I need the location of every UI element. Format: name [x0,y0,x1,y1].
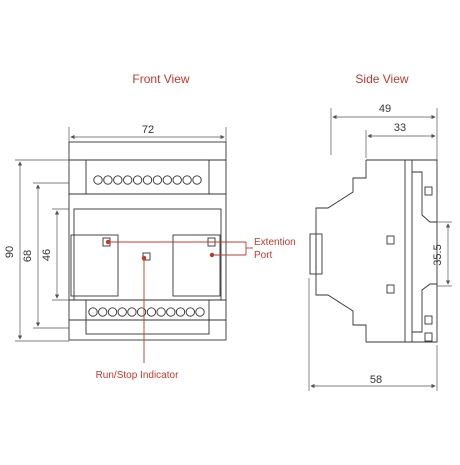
terminal-screw [146,307,157,317]
terminal-screw [152,175,163,185]
terminal-screw [182,175,192,185]
front-module-body [68,141,227,341]
side-rail-dimension [437,221,452,287]
indicator-callout-dot [141,255,147,261]
terminal-screw [175,307,186,317]
terminal-screw [123,175,133,185]
terminal-screw [103,175,113,185]
front-height-outer-label: 90 [4,246,16,258]
terminal-screw [185,307,195,317]
terminal-screw [88,307,98,317]
left-port-window [70,234,119,297]
side-depth-dimension [308,278,438,391]
front-height-mid-label: 68 [22,250,34,262]
terminal-screw [142,175,153,185]
front-width-label: 72 [142,124,154,136]
port-callout-leader [108,241,253,256]
side-total-width-label: 49 [379,103,391,115]
front-height-inner-label: 46 [41,249,53,261]
terminal-screw [127,307,137,317]
front-width-dimension [68,127,227,142]
side-rail-label: 35.5 [432,244,444,265]
terminal-screw [98,307,108,317]
terminal-screw [93,175,103,185]
front-view-title: Front View [132,72,189,86]
terminal-screw [166,307,176,317]
terminal-screw [136,307,147,317]
side-profile [309,159,438,343]
terminal-screw [132,175,143,185]
right-port-callout-dot [209,252,215,258]
side-view-title: Side View [355,72,408,86]
right-port-window [172,234,221,297]
indicator-callout-label: Run/Stop Indicator [96,370,179,381]
terminal-screw [156,307,166,317]
terminal-screw [162,175,172,185]
terminal-screw [195,307,205,317]
side-top-dimensions [330,108,438,162]
front-height-dimensions [15,159,69,342]
side-partial-width-label: 33 [394,122,406,134]
bottom-terminal-row [88,307,205,317]
terminal-screw [113,175,123,185]
port-callout-label-2: Port [254,250,273,261]
terminal-screw [192,175,202,185]
port-callout-label-1: Extention [254,237,296,248]
terminal-screw [117,307,127,317]
left-port-callout-dot [105,239,111,245]
terminal-screw [172,175,182,185]
top-terminal-row [93,175,202,185]
terminal-screw [107,307,118,317]
side-depth-label: 58 [370,374,382,386]
